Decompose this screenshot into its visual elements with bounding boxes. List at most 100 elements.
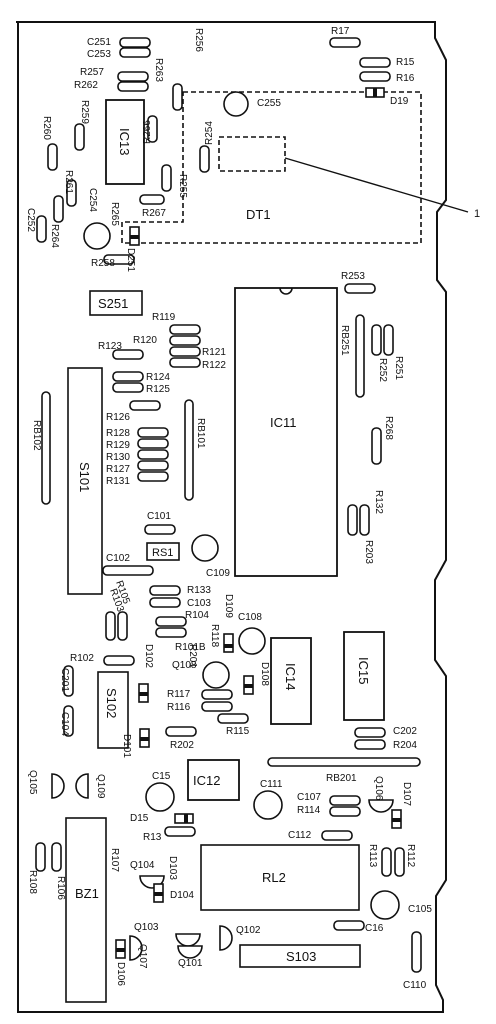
lbl-r259: R259 xyxy=(79,100,90,124)
lbl-r258: R258 xyxy=(91,258,115,269)
lbl-r106: R106 xyxy=(55,876,66,900)
ic11-body xyxy=(234,287,338,577)
c15-cap xyxy=(145,782,175,812)
bz1-label: BZ1 xyxy=(75,886,99,901)
lbl-q108: Q108 xyxy=(172,660,197,671)
lbl-r265: R265 xyxy=(109,202,120,226)
lbl-r131: R131 xyxy=(106,476,130,487)
lbl-d107: D107 xyxy=(401,782,412,806)
rs1-label: RS1 xyxy=(152,547,173,559)
c109-cap xyxy=(191,534,219,562)
rs1-body xyxy=(146,542,180,561)
lbl-d19: D19 xyxy=(390,96,409,107)
annotation-1: 1 xyxy=(474,208,480,220)
ic12-label: IC12 xyxy=(193,773,220,788)
q109-body xyxy=(75,773,89,799)
lbl-r116: R116 xyxy=(167,702,191,713)
lbl-c111: C111 xyxy=(260,779,283,790)
lbl-r124: R124 xyxy=(146,372,170,383)
lbl-r117: R117 xyxy=(167,689,191,700)
lbl-r114: R114 xyxy=(297,805,321,816)
c255-cap xyxy=(223,91,249,117)
ic15-label: IC15 xyxy=(356,657,371,684)
rb102-label: RB102 xyxy=(31,420,42,451)
ic13-body xyxy=(105,99,145,185)
board-outline xyxy=(16,21,447,1013)
ic14-body xyxy=(270,637,312,725)
lbl-r112: R112 xyxy=(405,844,416,868)
lbl-r252: R252 xyxy=(377,358,388,382)
q101-body xyxy=(177,945,203,959)
lbl-c103: C103 xyxy=(187,598,211,609)
s101-body xyxy=(67,367,103,595)
lbl-r122: R122 xyxy=(202,360,226,371)
lbl-q106: Q106 xyxy=(373,776,384,801)
s101-label: S101 xyxy=(77,462,92,492)
q103-body xyxy=(175,933,201,947)
lbl-c255: C255 xyxy=(257,98,281,109)
s103-label: S103 xyxy=(286,949,316,964)
s251-body xyxy=(89,290,143,316)
lbl-r203: R203 xyxy=(363,540,374,564)
lbl-r260: R260 xyxy=(41,116,52,140)
lbl-c253: C253 xyxy=(87,49,111,60)
lbl-c16: C16 xyxy=(365,923,384,934)
q108-body xyxy=(202,661,230,689)
lbl-r268: R268 xyxy=(383,416,394,440)
rb251-bar xyxy=(355,314,365,398)
lbl-q101: Q101 xyxy=(178,958,203,969)
lbl-q105: Q105 xyxy=(27,770,38,795)
c254-cap xyxy=(83,222,111,250)
rb101-label: RB101 xyxy=(195,418,206,449)
lbl-c252: C252 xyxy=(25,208,36,232)
lbl-r201: R201 xyxy=(187,644,198,668)
lbl-r101b: R101B xyxy=(175,642,206,653)
lbl-r256: R256 xyxy=(193,28,204,52)
lbl-r108: R108 xyxy=(27,870,38,894)
s103-body xyxy=(239,944,361,968)
rb251-label: RB251 xyxy=(339,325,350,356)
lbl-c251: C251 xyxy=(87,37,111,48)
ic11-label: IC11 xyxy=(270,415,297,430)
lbl-c101: C101 xyxy=(147,511,171,522)
s251-label: S251 xyxy=(98,296,128,311)
rb101-bar xyxy=(184,399,194,501)
lbl-d106: D106 xyxy=(115,962,126,986)
lbl-r125: R125 xyxy=(146,384,170,395)
lbl-c112: C112 xyxy=(288,830,312,841)
lbl-q104: Q104 xyxy=(130,860,155,871)
lbl-r267: R267 xyxy=(142,208,166,219)
lbl-c201: C201 xyxy=(59,668,70,692)
lbl-r107: R107 xyxy=(109,848,120,872)
lbl-c107: C107 xyxy=(297,792,321,803)
lbl-r16: R16 xyxy=(396,73,415,84)
lbl-d103: D103 xyxy=(167,856,178,880)
lbl-r253: R253 xyxy=(341,271,365,282)
c105-cap xyxy=(370,890,400,920)
dt1-inner xyxy=(218,136,286,172)
component-labels: C251 C253 R256 R17 R263 R257 R262 R15 R1… xyxy=(25,26,432,991)
lbl-c202: C202 xyxy=(393,726,417,737)
lbl-r102: R102 xyxy=(70,653,94,664)
ic14-label: IC14 xyxy=(283,663,298,690)
pointer-line xyxy=(284,157,469,213)
q102-body xyxy=(219,925,233,951)
lbl-r130: R130 xyxy=(106,452,130,463)
q105-body xyxy=(51,773,65,799)
lbl-r120: R120 xyxy=(133,335,157,346)
lbl-q107: Q107 xyxy=(137,944,148,969)
lbl-q103: Q103 xyxy=(134,922,159,933)
lbl-c102: C102 xyxy=(106,553,130,564)
rl2-label: RL2 xyxy=(262,870,286,885)
lbl-c109: C109 xyxy=(206,568,230,579)
c111-cap xyxy=(253,790,283,820)
lbl-r262: R262 xyxy=(74,80,98,91)
q106-body xyxy=(368,799,394,813)
q107-body xyxy=(129,935,143,961)
lbl-r115: R115 xyxy=(226,726,250,737)
lbl-c254: C254 xyxy=(87,188,98,212)
lbl-c110: C110 xyxy=(403,980,427,991)
c102-bar xyxy=(102,565,154,576)
lbl-r133: R133 xyxy=(187,585,211,596)
